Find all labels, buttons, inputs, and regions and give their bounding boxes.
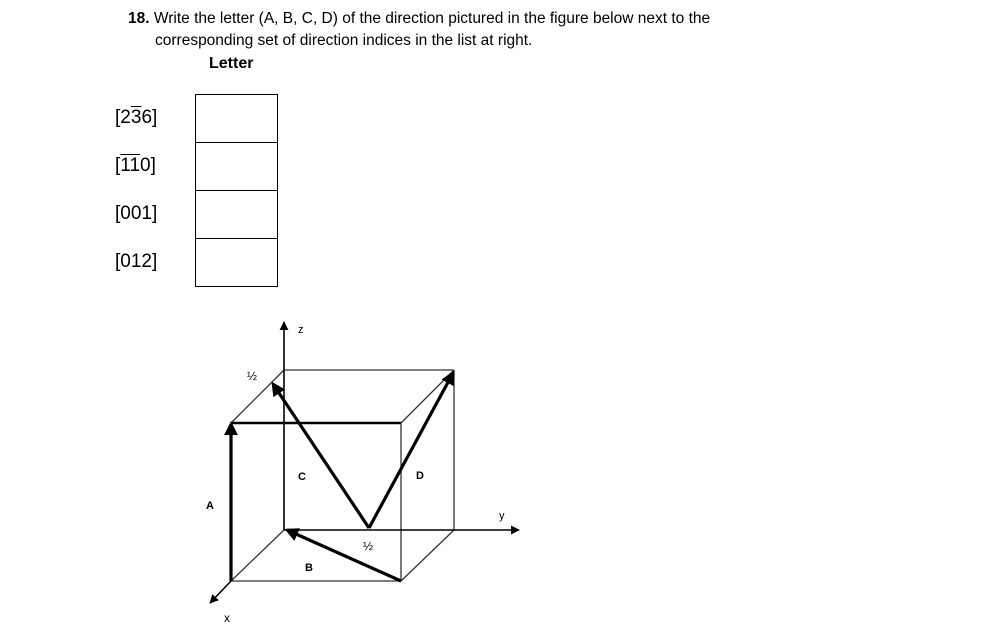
x-axis: [209, 580, 232, 604]
answer-box-3[interactable]: [195, 190, 278, 239]
x-axis-label: x: [224, 611, 230, 625]
letter-column-heading: Letter: [209, 55, 254, 72]
vector-c: [271, 381, 371, 529]
vector-label-d: D: [416, 470, 424, 482]
answer-row-3: [001]: [0, 190, 300, 239]
y-axis-label: y: [499, 510, 505, 522]
fraction-label-top: ½: [247, 369, 257, 383]
answer-box-4[interactable]: [195, 238, 278, 287]
vector-d: [367, 370, 455, 529]
fraction-label-bottom: ½: [363, 539, 373, 553]
direction-indices-1: [236]: [115, 107, 158, 128]
question-line-1: Write the letter (A, B, C, D) of the dir…: [153, 10, 711, 27]
answer-row-1: [236]: [0, 94, 300, 143]
question-line-2: corresponding set of direction indices i…: [155, 32, 533, 49]
question-text: 18. Write the letter (A, B, C, D) of the…: [128, 8, 710, 52]
direction-indices-4: [012]: [115, 251, 158, 272]
answer-box-2[interactable]: [195, 142, 278, 191]
direction-indices-3: [001]: [115, 203, 158, 224]
vector-b: [284, 528, 402, 583]
vector-label-c: C: [298, 471, 306, 483]
vector-label-a: A: [206, 500, 214, 512]
coordinate-axes: [209, 321, 520, 604]
z-axis-label: z: [298, 324, 304, 336]
direction-indices-2: [110]: [115, 155, 156, 176]
answer-box-1[interactable]: [195, 94, 278, 143]
vector-label-b: B: [305, 562, 313, 574]
question-number: 18.: [128, 10, 150, 27]
answer-row-2: [110]: [0, 142, 300, 191]
answer-row-4: [012]: [0, 238, 300, 287]
